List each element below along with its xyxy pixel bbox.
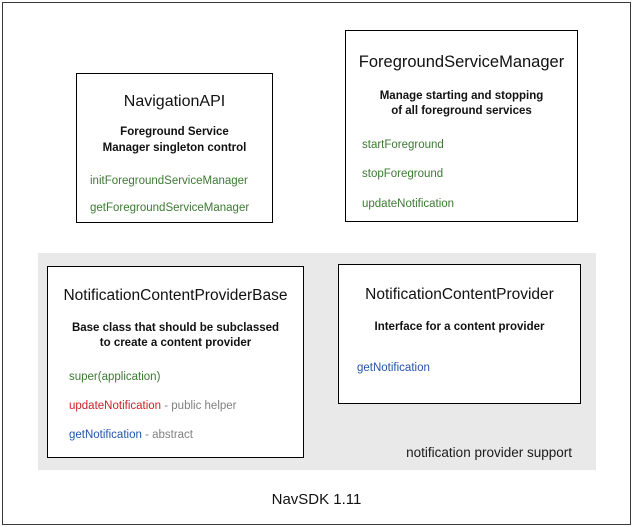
member-name: updateNotification bbox=[69, 400, 162, 412]
class-title: NavigationAPI bbox=[123, 93, 226, 110]
class-member-list: getNotification bbox=[357, 361, 580, 375]
class-box-navigation-api[interactable]: NavigationAPI Foreground Service Manager… bbox=[76, 73, 273, 223]
class-member-list: super(application) updateNotification - … bbox=[69, 370, 303, 443]
class-box-foreground-service-manager[interactable]: ForegroundServiceManager Manage starting… bbox=[345, 30, 578, 222]
class-member: getNotification bbox=[357, 361, 580, 375]
class-description-line: Interface for a content provider bbox=[374, 320, 545, 333]
member-name: getForegroundServiceManager bbox=[90, 201, 250, 214]
class-title: NotificationContentProvider bbox=[365, 286, 554, 303]
class-member: stopForeground bbox=[362, 167, 577, 181]
class-description: Foreground Service Manager singleton con… bbox=[77, 125, 272, 156]
member-name: stopForeground bbox=[362, 168, 444, 181]
member-note: - abstract bbox=[141, 429, 194, 442]
class-description-line: Manager singleton control bbox=[102, 141, 247, 154]
member-name: getNotification bbox=[357, 362, 430, 375]
class-member: super(application) bbox=[69, 370, 303, 384]
class-description-line: of all foreground services bbox=[391, 105, 532, 118]
member-note: - public helper bbox=[161, 400, 237, 412]
class-member-list: startForeground stopForeground updateNot… bbox=[362, 138, 577, 211]
class-member: getForegroundServiceManager bbox=[90, 201, 272, 215]
class-description-line: to create a content provider bbox=[99, 337, 252, 350]
member-name: startForeground bbox=[362, 138, 444, 151]
member-name: super(application) bbox=[69, 370, 161, 383]
member-name: getNotification bbox=[69, 429, 142, 442]
member-name: initForegroundServiceManager bbox=[90, 175, 248, 188]
class-box-notification-content-provider[interactable]: NotificationContentProvider Interface fo… bbox=[338, 264, 581, 404]
class-description: Base class that should be subclassed to … bbox=[48, 321, 303, 352]
class-member: updateNotification bbox=[362, 197, 577, 211]
class-description: Interface for a content provider bbox=[339, 320, 580, 336]
member-name: updateNotification bbox=[362, 197, 455, 210]
footer-caption: NavSDK 1.11 bbox=[271, 491, 362, 508]
class-description: Manage starting and stopping of all fore… bbox=[346, 89, 577, 120]
class-description-line: Base class that should be subclassed bbox=[71, 321, 280, 334]
class-member-list: initForegroundServiceManager getForegrou… bbox=[90, 174, 272, 215]
class-member: startForeground bbox=[362, 138, 577, 152]
class-title: NotificationContentProviderBase bbox=[63, 287, 288, 304]
class-member: initForegroundServiceManager bbox=[90, 174, 272, 188]
class-title: ForegroundServiceManager bbox=[358, 53, 565, 71]
class-member: getNotification - abstract bbox=[69, 428, 303, 442]
class-box-notification-content-provider-base[interactable]: NotificationContentProviderBase Base cla… bbox=[47, 266, 304, 458]
group-panel-label: notification provider support bbox=[406, 445, 572, 460]
class-description-line: Foreground Service bbox=[120, 126, 229, 139]
class-description-line: Manage starting and stopping bbox=[379, 89, 544, 102]
class-member: updateNotification - public helper bbox=[69, 399, 303, 413]
